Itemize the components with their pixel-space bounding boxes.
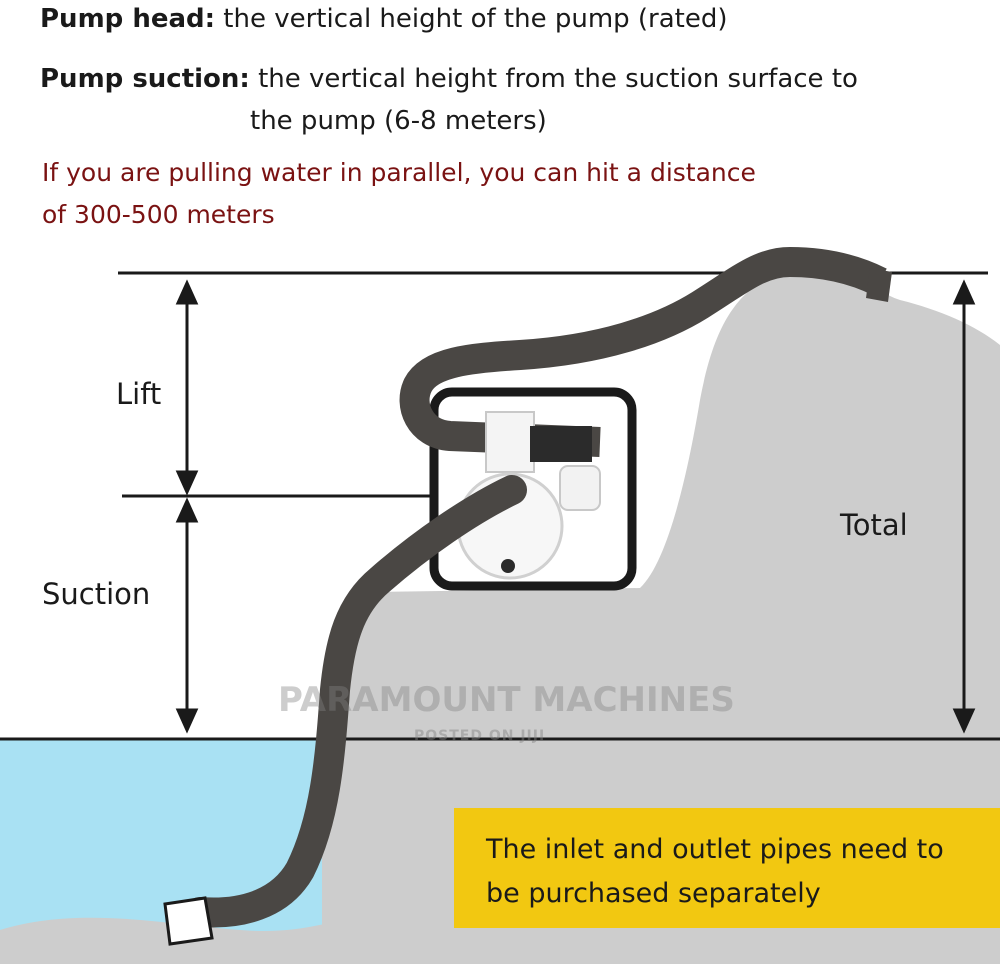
callout-line-2: be purchased separately	[486, 878, 821, 909]
outlet-pipe	[399, 246, 887, 457]
hill-ground	[322, 267, 1000, 964]
total-label: Total	[840, 508, 908, 542]
pump-suction-text-2: the pump (6-8 meters)	[250, 106, 547, 136]
pump-suction-term: Pump suction:	[40, 64, 250, 94]
pipes-callout: The inlet and outlet pipes need to be pu…	[454, 808, 1000, 928]
suction-arrow	[175, 497, 199, 734]
callout-text: The inlet and outlet pipes need to be pu…	[486, 828, 944, 916]
pump-head-term: Pump head:	[40, 4, 216, 34]
strainer	[163, 896, 214, 946]
pump-body	[456, 411, 601, 580]
total-arrow	[952, 279, 976, 734]
inlet-pipe	[185, 475, 527, 928]
lift-label: Lift	[116, 377, 162, 411]
distance-note-line-1: If you are pulling water in parallel, yo…	[42, 158, 756, 187]
watermark-sub: POSTED ON JIJI	[414, 728, 546, 744]
suction-label: Suction	[42, 577, 151, 611]
pump-head-definition: Pump head: the vertical height of the pu…	[40, 4, 728, 34]
watermark-main: PARAMOUNT MACHINES	[278, 680, 735, 720]
pump-suction-definition: Pump suction: the vertical height from t…	[40, 64, 858, 94]
pump-head-text: the vertical height of the pump (rated)	[223, 4, 728, 34]
callout-line-1: The inlet and outlet pipes need to	[486, 834, 944, 865]
lift-arrow	[175, 279, 199, 496]
pump-suction-text-1: the vertical height from the suction sur…	[258, 64, 858, 94]
distance-note-line-2: of 300-500 meters	[42, 200, 275, 229]
